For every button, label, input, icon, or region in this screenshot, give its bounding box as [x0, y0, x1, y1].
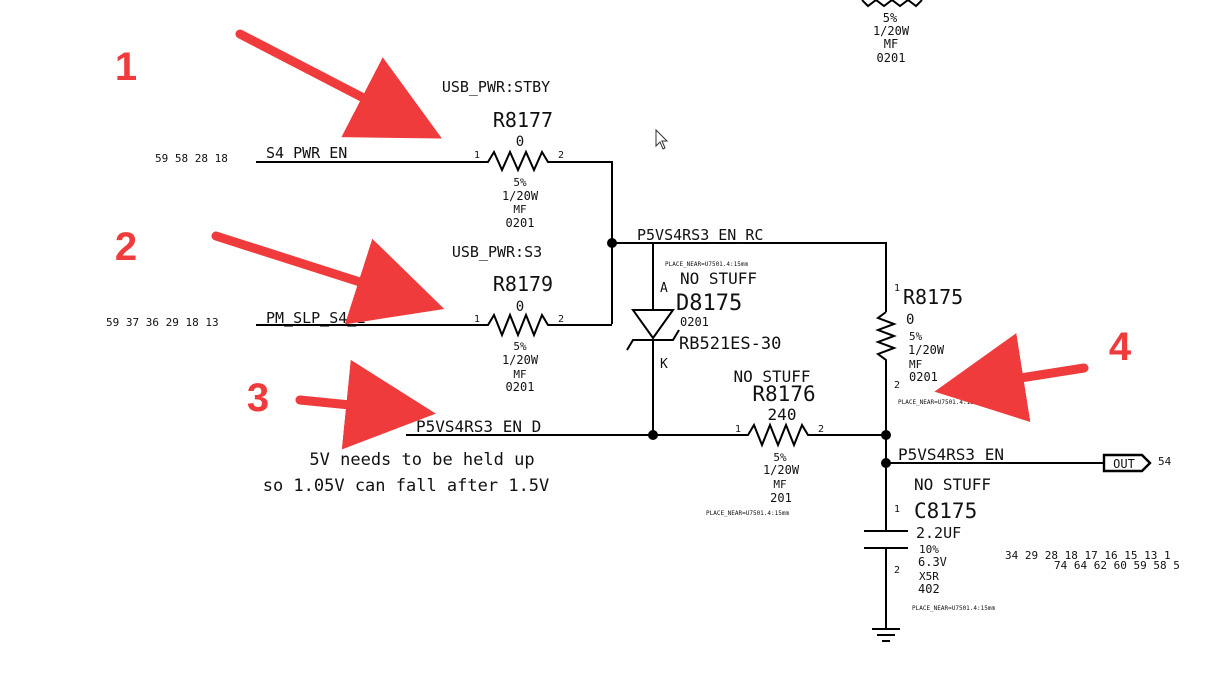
top-resistor-partial: 5% 1/20W MF 0201 — [861, 0, 923, 65]
callout-number-3: 3 — [247, 376, 269, 420]
c8175-voltage: 6.3V — [918, 555, 947, 569]
r8175-power: 1/20W — [908, 343, 945, 357]
r8176-type: MF — [773, 478, 786, 491]
r8179-pin1: 1 — [474, 314, 480, 325]
s4-pwr-en-net-label: S4_PWR_EN — [266, 144, 347, 162]
p5vs4rs3-en-d-label: P5VS4RS3_EN_D — [416, 417, 541, 436]
top-resistor-tolerance: 5% — [883, 11, 898, 25]
r8177-pin1: 1 — [474, 150, 480, 161]
r8176-ref: R8176 — [752, 382, 815, 406]
callout-arrow-3 — [295, 359, 436, 450]
r8176-size: 201 — [770, 491, 792, 505]
out-port-flag — [1102, 453, 1152, 473]
c8175-pin1: 1 — [894, 504, 900, 515]
resistor-r8176: NO STUFF R8176 240 1 2 5% 1/20W MF 201 P… — [706, 367, 824, 517]
s4-pwr-en-page-refs: 59 58 28 18 — [155, 152, 228, 165]
pm-slp-s4-wire — [256, 312, 612, 338]
callout-arrow-1 — [235, 29, 442, 139]
r8175-pin2: 2 — [894, 380, 900, 391]
r8177-pin2: 2 — [558, 150, 564, 161]
rc-place-note: PLACE_NEAR=U7501.4:15mm — [665, 261, 748, 268]
c8175-dielectric: X5R — [919, 570, 939, 583]
top-resistor-type: MF — [884, 37, 898, 51]
r8179-group: USB_PWR:S3 — [452, 243, 542, 261]
r8176-tolerance: 5% — [773, 451, 787, 464]
ground-icon — [872, 628, 900, 642]
callout-number-4: 4 — [1109, 325, 1132, 369]
r8179-ref: R8179 — [493, 272, 553, 296]
c8175-tolerance: 10% — [919, 543, 939, 556]
callout-number-1: 1 — [115, 45, 137, 89]
c8175-ref: C8175 — [914, 499, 977, 523]
out-port-page: 54 — [1158, 455, 1172, 468]
r8175-value: 0 — [906, 312, 914, 328]
diode-d8175: A K NO STUFF D8175 0201 RB521ES-30 — [626, 243, 781, 435]
r8179-tolerance: 5% — [513, 340, 527, 353]
r8175-place-note: PLACE_NEAR=U7501.4:15mm — [898, 399, 981, 406]
d8175-size: 0201 — [680, 315, 709, 329]
r8176-power: 1/20W — [763, 463, 800, 477]
resistor-r8179: USB_PWR:S3 R8179 0 1 2 5% 1/20W MF 0201 — [452, 243, 564, 394]
callout-arrow-4 — [934, 333, 1089, 423]
r8179-value: 0 — [516, 299, 524, 315]
r8177-value: 0 — [516, 134, 524, 150]
p5vs4rs3-en-rc-wire — [612, 242, 887, 312]
c8175-value: 2.2UF — [916, 524, 961, 542]
resistor-r8177: USB_PWR:STBY R8177 0 1 2 5% 1/20W MF 020… — [442, 78, 564, 230]
r8175-ref: R8175 — [903, 285, 963, 309]
right-page-refs-row2: 74 64 62 60 59 58 5 — [1054, 559, 1180, 572]
d8175-stuff: NO STUFF — [680, 269, 757, 288]
r8175-pin1: 1 — [894, 283, 900, 294]
p5vs4rs3-en-label: P5VS4RS3_EN — [898, 445, 1004, 464]
r8177-group: USB_PWR:STBY — [442, 78, 550, 96]
r8177-size: 0201 — [506, 216, 535, 230]
callout-arrow-2 — [211, 231, 445, 325]
d8175-anode-label: A — [660, 281, 668, 296]
c8175-pin2: 2 — [894, 565, 900, 576]
resistor-r8175: 1 2 R8175 0 5% 1/20W MF 0201 PLACE_NEAR=… — [875, 283, 981, 435]
junction-en — [881, 458, 891, 468]
r8176-value: 240 — [768, 405, 797, 424]
r8175-type: MF — [909, 358, 922, 371]
r8176-place-note: PLACE_NEAR=U7501.4:15mm — [706, 510, 789, 517]
p5vs4rs3-en-d-wire — [406, 422, 886, 448]
p5vs4rs3-en-rc-label: P5VS4RS3_EN_RC — [637, 226, 763, 244]
r8177-type: MF — [513, 203, 526, 216]
r8179-pin2: 2 — [558, 314, 564, 325]
junction-rc-left — [607, 238, 617, 248]
design-note-line1: 5V needs to be held up — [309, 450, 534, 470]
out-port-label: OUT — [1113, 457, 1135, 471]
r8177-tolerance: 5% — [513, 176, 527, 189]
mouse-pointer-icon — [655, 128, 669, 150]
r8179-size: 0201 — [506, 380, 535, 394]
c8175-stuff: NO STUFF — [914, 475, 991, 494]
r8177-power: 1/20W — [502, 189, 539, 203]
pm-slp-s4-page-refs: 59 37 36 29 18 13 — [106, 316, 219, 329]
r8176-stuff: NO STUFF — [733, 367, 810, 386]
right-page-refs-row1: 34 29 28 18 17 16 15 13 1 — [1005, 549, 1171, 562]
d8175-cathode-label: K — [660, 357, 668, 372]
c8175-size: 402 — [918, 582, 940, 596]
r8179-power: 1/20W — [502, 353, 539, 367]
top-resistor-size: 0201 — [877, 51, 906, 65]
r8179-type: MF — [513, 368, 526, 381]
r8176-pin2: 2 — [818, 424, 824, 435]
r8177-ref: R8177 — [493, 108, 553, 132]
r8175-tolerance: 5% — [909, 330, 923, 343]
r8175-size: 0201 — [909, 370, 938, 384]
callout-number-2: 2 — [115, 225, 137, 269]
callout-arrows — [211, 29, 1089, 450]
d8175-ref: D8175 — [676, 291, 742, 316]
r8176-pin1: 1 — [735, 424, 741, 435]
s4-pwr-en-wire — [256, 149, 613, 324]
pm-slp-s4-net-label: PM_SLP_S4_L — [266, 309, 365, 327]
d8175-part: RB521ES-30 — [679, 334, 781, 354]
top-resistor-power: 1/20W — [873, 24, 910, 38]
junction-d-net — [648, 430, 658, 440]
design-note-line2: so 1.05V can fall after 1.5V — [263, 476, 550, 496]
c8175-place-note: PLACE_NEAR=U7501.4:15mm — [912, 605, 995, 612]
capacitor-c8175: 1 2 NO STUFF C8175 2.2UF 10% 6.3V X5R 40… — [864, 475, 995, 628]
